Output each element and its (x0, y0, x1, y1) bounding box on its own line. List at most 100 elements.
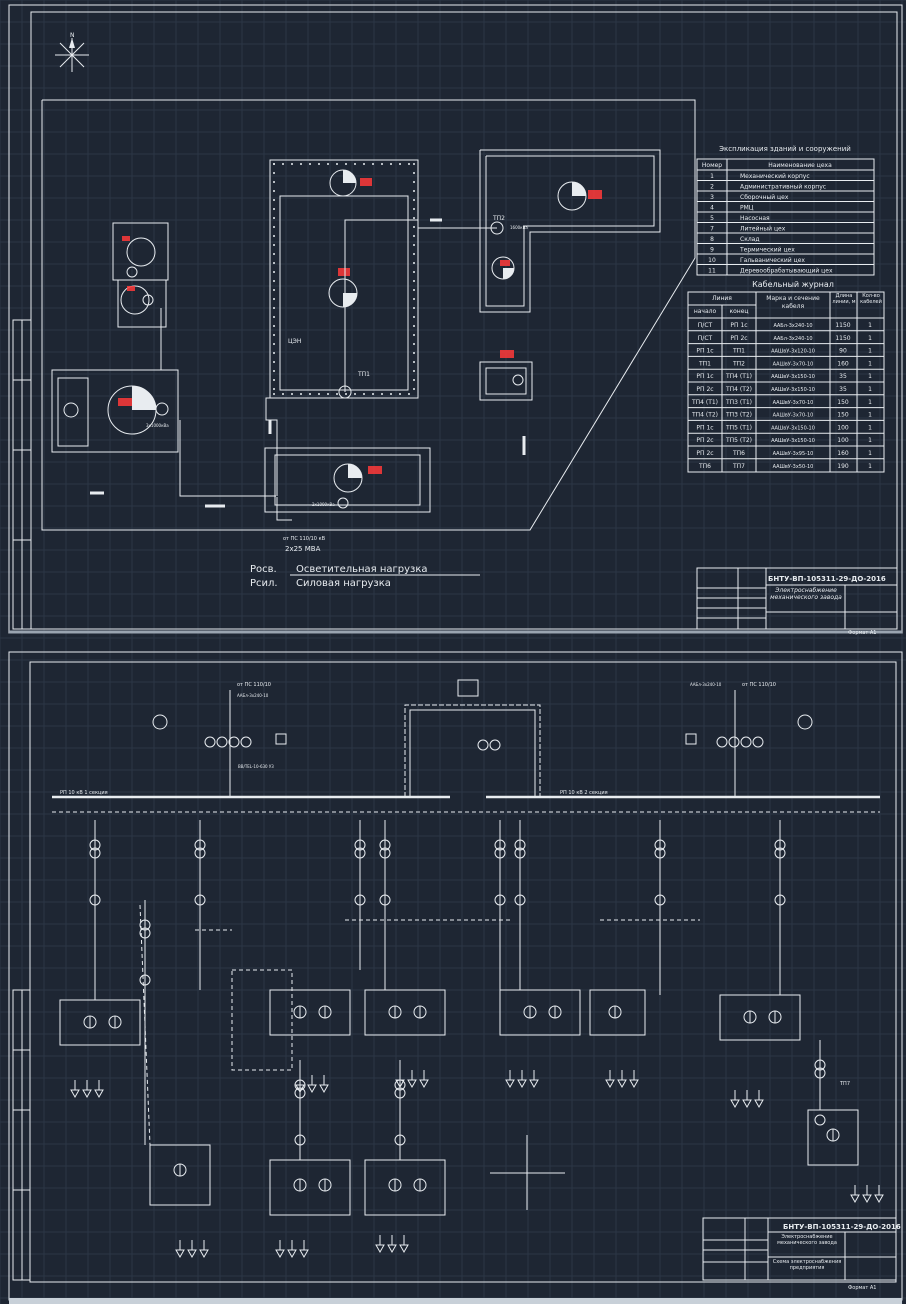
cable-journal-cell: 1 (868, 348, 872, 355)
explication-row-name: Насосная (740, 215, 770, 222)
explication-row-name: Гальванический цех (740, 257, 805, 264)
cable-journal-cell: ТП5 (Т1) (725, 424, 752, 431)
building-l-shaped (479, 149, 661, 313)
breaker-left: ВВ/TEL-10-630 У3 (238, 764, 274, 769)
sheet-2: РП 10 кВ 1 секция РП 10 кВ 2 секция от П… (8, 651, 903, 1304)
supply-right: от ПС 110/10 (742, 682, 776, 688)
explication-row-number: 3 (710, 194, 714, 201)
cable-journal-cell: ТП6 (698, 463, 711, 470)
cable-journal-cell: 1 (868, 437, 872, 444)
cable-journal-cell: 1 (868, 450, 872, 457)
tr-rating-2x1000: 2х1000кВа (312, 502, 335, 507)
bus2-label: РП 10 кВ 2 секция (560, 790, 608, 796)
explication-row-number: 7 (710, 226, 714, 233)
cable-journal-cell: 150 (837, 399, 849, 406)
sheet2-inner-frame (29, 661, 897, 1283)
cable-journal-cell: ААШвУ-3х150-10 (771, 374, 815, 380)
cable-journal-cell: 1 (868, 424, 872, 431)
explication-title: Экспликация зданий и сооружений (719, 145, 851, 153)
explication-row-name: Административный корпус (740, 184, 826, 191)
supply-line1: от ПС 110/10 кВ (283, 536, 326, 542)
cable-journal-cell: ТП6 (732, 450, 745, 457)
cable-left: ААБл-3х240-10 (237, 693, 269, 698)
cable-journal-title: Кабельный журнал (752, 280, 834, 289)
supply-line2: 2х25 МВА (285, 545, 321, 553)
sheet1-format: Формат А1 (848, 630, 876, 636)
cable-journal-cell: ТП4 (Т2) (725, 386, 752, 393)
cable-journal-cell: РП 1с (696, 424, 713, 431)
cable-journal-cell: 160 (837, 360, 849, 367)
bus1-label: РП 10 кВ 1 секция (60, 790, 108, 796)
cable-journal-cell: РП 1с (730, 322, 747, 329)
building-bottom (264, 447, 431, 513)
cable-journal-cell: ААШвУ-3х70-10 (773, 361, 814, 367)
compass-rose-icon (55, 38, 89, 72)
explication-header-name: Наименование цеха (768, 162, 832, 169)
explication-row-name: Термический цех (739, 247, 795, 254)
cable-journal-cell: ТП4 (Т1) (691, 399, 718, 406)
feeders (89, 820, 826, 1160)
cable-journal-cell: ТП4 (Т2) (691, 412, 718, 419)
tp2-rating: 1600кВа (510, 225, 528, 230)
cable-journal-cell: 190 (837, 463, 849, 470)
cable-journal-cell: ТП4 (Т1) (725, 373, 752, 380)
cable-journal-cell: 1 (868, 386, 872, 393)
cable-journal-cell: 100 (837, 437, 849, 444)
legend-symbol-1: Pосв. (250, 564, 277, 575)
cable-journal-cell: ААШвУ-3х70-10 (773, 400, 814, 406)
tr-rating-3x1000: 3х1000кВа (146, 423, 169, 428)
cable-journal-cell: ААШвУ-3х150-10 (771, 425, 815, 431)
legend: Pосв. Осветительная нагрузка Pсил. Силов… (250, 564, 480, 589)
cable-journal-cell: ТП1 (698, 360, 711, 367)
cable-journal-cell: ТП7 (732, 463, 745, 470)
cable-journal-cell: 35 (839, 373, 847, 380)
compass-label: N (70, 32, 75, 39)
site-boundary (41, 99, 696, 531)
sheet-1: N ТП1 ЦЭН ТП (8, 4, 903, 636)
cj-header-count: Кол-во кабелей (860, 293, 882, 305)
cable-journal-cell: 1 (868, 360, 872, 367)
tp1-label: ТП1 (357, 371, 370, 378)
section-tie (404, 679, 541, 797)
cable-journal-table: Кабельный журнал Линия начало конец Марк… (687, 280, 885, 473)
cable-journal-cell: П/СТ (698, 335, 713, 342)
cable-journal-cell: 1 (868, 412, 872, 419)
cable-journal-cell: РП 2с (696, 386, 713, 393)
sheet1-side-stamp (12, 319, 32, 630)
cable-journal-cell: ТП5 (Т2) (725, 437, 752, 444)
explication-row-number: 8 (710, 236, 714, 243)
cable-journal-cell: 160 (837, 450, 849, 457)
explication-row-number: 1 (710, 173, 714, 180)
cj-header-length: Длина линии, м (832, 293, 856, 305)
sheet2-stamp-code: БНТУ-ВП-105311-29-ДО-2016 (783, 1223, 901, 1231)
explication-row-name: Склад (740, 236, 759, 243)
explication-row-name: Механический корпус (740, 173, 810, 180)
cable-journal-cell: 1 (868, 373, 872, 380)
cj-header-end: конец (730, 308, 749, 315)
cj-header-line: Линия (712, 295, 732, 302)
cable-journal-cell: ТП3 (Т2) (725, 412, 752, 419)
explication-row-name: РМЦ (740, 205, 754, 212)
explication-row-name: Сборочный цех (740, 194, 789, 201)
cable-journal-cell: 90 (839, 348, 847, 355)
cable-journal-cell: РП 1с (696, 373, 713, 380)
cable-journal-cell: П/СТ (698, 322, 713, 329)
explication-row-number: 4 (710, 205, 714, 212)
buildings: ТП1 ЦЭН ТП2 1600кВа (51, 149, 661, 513)
cable-journal-cell: ААШвУ-3х95-10 (773, 451, 814, 457)
cable-journal-cell: 1 (868, 322, 872, 329)
cable-journal-cell: 100 (837, 424, 849, 431)
building-left (51, 369, 179, 453)
cable-journal-cell: РП 2с (730, 335, 747, 342)
explication-row-name: Литейный цех (740, 226, 786, 233)
tr-label: ТП7 (839, 1081, 850, 1087)
tp2-label: ТП2 (492, 215, 505, 222)
cable-journal-cell: ТП2 (732, 360, 745, 367)
cable-journal-cell: 150 (837, 412, 849, 419)
cable-journal-cell: РП 1с (696, 348, 713, 355)
legend-text-2: Силовая нагрузка (296, 578, 391, 589)
sheet2-side-stamp (12, 989, 31, 1281)
cable-right: ААБл-3х240-10 (690, 682, 722, 687)
incomer-right: от ПС 110/10 ААБл-3х240-10 (685, 682, 813, 797)
